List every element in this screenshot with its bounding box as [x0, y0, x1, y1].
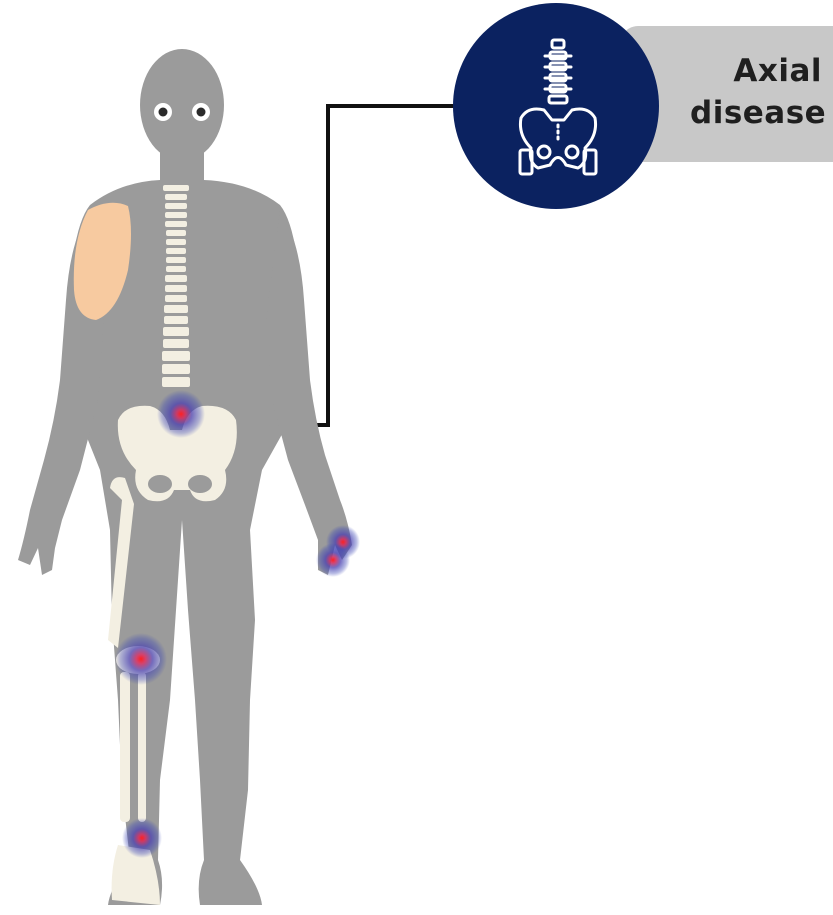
inflammation-lower-back	[157, 390, 205, 438]
inflammation-knee	[115, 633, 167, 685]
icon-circle	[453, 3, 659, 209]
spine	[162, 185, 190, 387]
inflammation-ankle	[122, 818, 162, 858]
inflammation-finger-2	[316, 543, 350, 577]
